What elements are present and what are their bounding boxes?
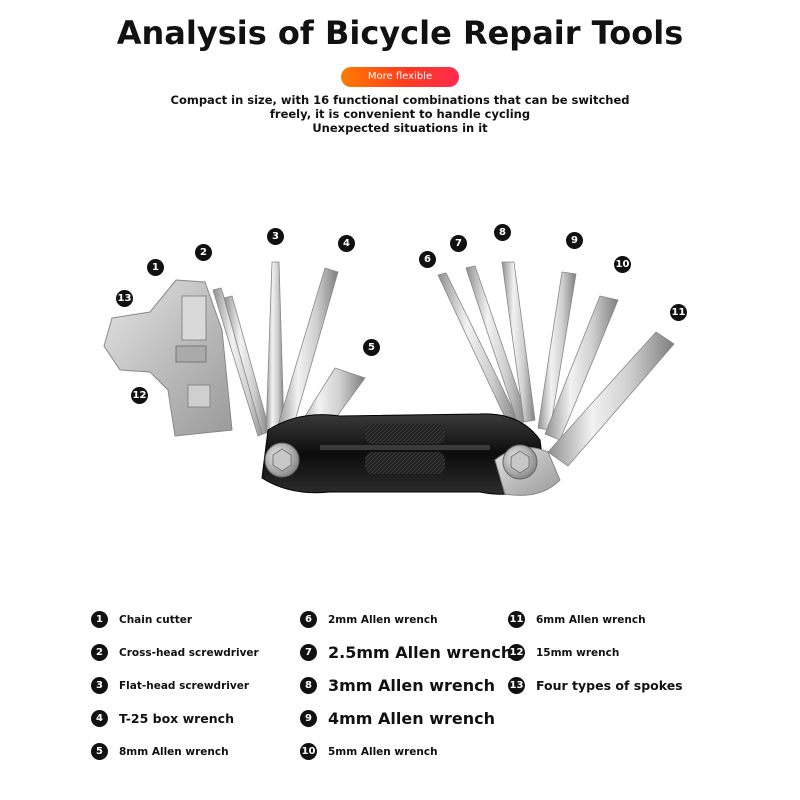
right-tool-blades xyxy=(437,261,675,467)
legend-number: 8 xyxy=(300,677,317,694)
legend-number: 7 xyxy=(300,644,317,661)
legend-label: 2.5mm Allen wrench xyxy=(328,643,513,662)
callout-7: 7 xyxy=(450,235,467,252)
legend-label: 6mm Allen wrench xyxy=(536,614,646,626)
legend-label: 15mm wrench xyxy=(536,647,620,659)
callout-8: 8 xyxy=(494,224,511,241)
legend-label: 2mm Allen wrench xyxy=(328,614,438,626)
legend-label: Chain cutter xyxy=(119,614,193,626)
callout-5: 5 xyxy=(363,339,380,356)
legend-number: 3 xyxy=(91,677,108,694)
description-line-2: freely, it is convenient to handle cycli… xyxy=(269,107,531,121)
legend-label: 3mm Allen wrench xyxy=(328,676,495,695)
legend-label: Cross-head screwdriver xyxy=(119,647,259,659)
callout-9: 9 xyxy=(566,232,583,249)
legend-number: 6 xyxy=(300,611,317,628)
legend-number: 13 xyxy=(508,677,525,694)
legend-label: Four types of spokes xyxy=(536,678,683,693)
page-title: Analysis of Bicycle Repair Tools xyxy=(116,14,684,52)
legend-label: 4mm Allen wrench xyxy=(328,709,495,728)
callout-1: 1 xyxy=(147,259,164,276)
feature-badge: More flexible xyxy=(341,67,459,87)
legend-label: 5mm Allen wrench xyxy=(328,746,438,758)
legend-number: 2 xyxy=(91,644,108,661)
callout-12: 12 xyxy=(131,387,148,404)
legend-label: Flat-head screwdriver xyxy=(119,680,249,692)
description-line-1: Compact in size, with 16 functional comb… xyxy=(170,93,630,107)
left-tool-blades xyxy=(212,261,366,443)
legend-number: 4 xyxy=(91,710,108,727)
legend-number: 10 xyxy=(300,743,317,760)
chain-cutter-plate xyxy=(103,279,233,437)
legend-number: 9 xyxy=(300,710,317,727)
legend-label: 8mm Allen wrench xyxy=(119,746,229,758)
callout-11: 11 xyxy=(670,304,687,321)
description-line-3: Unexpected situations in it xyxy=(312,121,488,135)
legend-label: T-25 box wrench xyxy=(119,711,234,726)
callout-6: 6 xyxy=(419,251,436,268)
legend-number: 12 xyxy=(508,644,525,661)
legend-number: 1 xyxy=(91,611,108,628)
callout-2: 2 xyxy=(195,244,212,261)
callout-3: 3 xyxy=(267,228,284,245)
legend-number: 11 xyxy=(508,611,525,628)
callout-4: 4 xyxy=(338,235,355,252)
callout-10: 10 xyxy=(614,256,631,273)
multi-tool-illustration xyxy=(103,261,675,496)
legend-number: 5 xyxy=(91,743,108,760)
callout-13: 13 xyxy=(116,290,133,307)
